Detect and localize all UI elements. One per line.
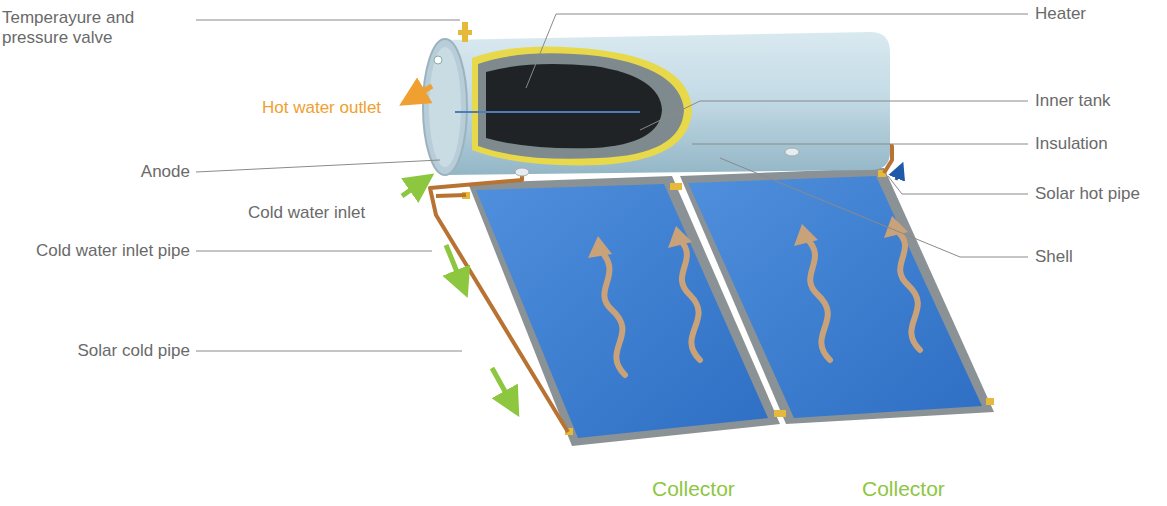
pipe-fitting	[462, 170, 994, 435]
shell-label: Shell	[1035, 247, 1073, 267]
anode-label: Anode	[141, 162, 190, 182]
hot-flow-arrow	[896, 170, 900, 180]
heater-label: Heater	[1035, 4, 1086, 24]
leader-line	[196, 14, 1028, 351]
copper-pipe	[430, 146, 892, 432]
cold-pipe-label: Solar cold pipe	[78, 341, 190, 361]
hot-pipe-label: Solar hot pipe	[1035, 184, 1140, 204]
collector-label: Collector	[862, 477, 945, 501]
collector-panel	[468, 168, 994, 446]
valve-label: Temperayure and pressure valve	[2, 8, 172, 48]
insulation-label: Insulation	[1035, 134, 1108, 154]
heat-arrow	[600, 230, 920, 375]
water-tank	[423, 22, 890, 176]
outlet-label: Hot water outlet	[262, 98, 381, 118]
flow-arrow	[402, 182, 512, 404]
heat-arrow-head	[588, 216, 908, 258]
inner-tank-label: Inner tank	[1035, 91, 1111, 111]
inlet-pipe-label: Cold water inlet pipe	[36, 241, 190, 261]
collector-label: Collector	[652, 477, 735, 501]
outlet-arrow	[412, 86, 432, 98]
inlet-label: Cold water inlet	[248, 203, 365, 223]
